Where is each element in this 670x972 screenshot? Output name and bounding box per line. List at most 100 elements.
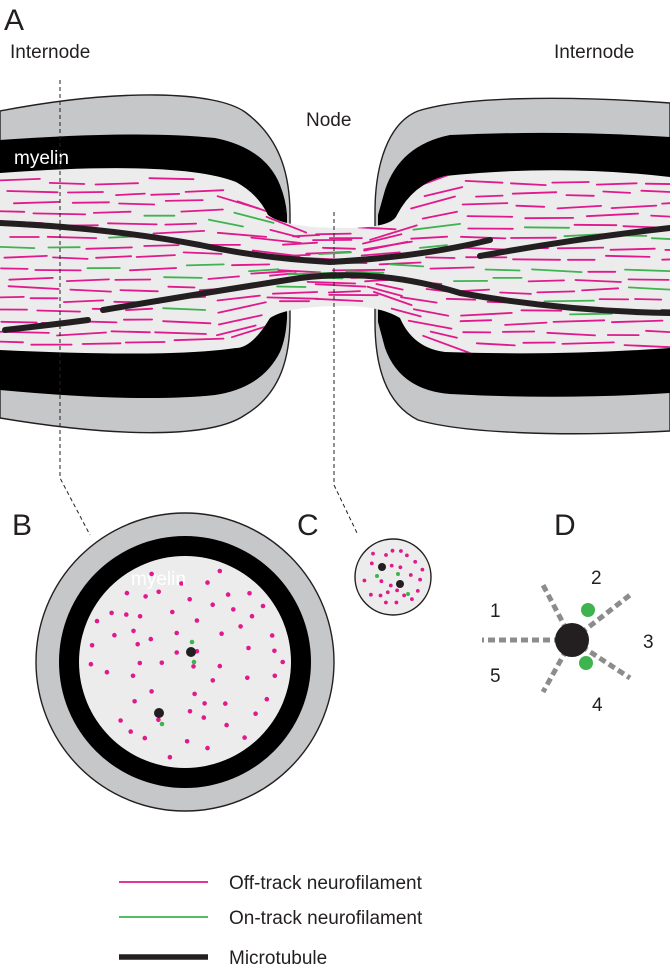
off-track-neurofilament: [581, 287, 620, 292]
off-track-neurofilament: [551, 181, 590, 184]
on-track-neurofilament: [163, 276, 203, 279]
position-label-4: 4: [592, 695, 603, 716]
on-track-neurofilament: [318, 251, 352, 256]
microtubule-b-1: [186, 647, 196, 657]
off-track-neurofilament: [595, 182, 638, 186]
microtubule-c-2: [396, 580, 404, 588]
off-track-neurofilament: [499, 291, 532, 295]
microtubule-4: [2, 317, 91, 333]
off-track-neurofilament: [609, 247, 656, 251]
legend-label-on-track: On-track neurofilament: [229, 908, 423, 929]
off-track-neurofilament: [378, 261, 422, 266]
off-track-dot: [245, 675, 250, 681]
on-track-b-3: [159, 721, 165, 727]
off-track-dot: [242, 735, 247, 740]
off-track-neurofilament: [216, 195, 260, 210]
legend-label-off-track: Off-track neurofilament: [229, 873, 423, 894]
off-track-dot: [410, 597, 414, 601]
off-track-dot: [390, 548, 395, 553]
off-track-neurofilament: [143, 244, 180, 247]
off-track-neurofilament: [429, 266, 475, 270]
off-track-dot: [137, 614, 143, 619]
off-track-dot: [174, 650, 179, 655]
off-track-neurofilament: [81, 342, 122, 345]
panel-label-c: C: [297, 509, 319, 542]
off-track-neurofilament: [602, 190, 631, 194]
off-track-neurofilament: [217, 301, 267, 314]
off-track-dot: [210, 678, 216, 683]
off-track-neurofilament: [154, 331, 207, 335]
off-track-neurofilament: [95, 255, 133, 259]
off-track-neurofilament: [52, 256, 89, 260]
off-track-dot: [388, 583, 393, 588]
off-track-neurofilament: [527, 279, 565, 283]
off-track-neurofilament: [412, 308, 450, 317]
off-track-dot: [398, 565, 403, 570]
off-track-neurofilament: [511, 191, 558, 195]
off-track-neurofilament: [152, 229, 206, 235]
off-track-neurofilament: [504, 321, 548, 326]
off-track-dot: [249, 613, 255, 619]
off-track-neurofilament: [306, 280, 357, 285]
on-track-b-1: [189, 639, 195, 645]
off-track-neurofilament: [512, 258, 561, 261]
off-track-neurofilament: [362, 233, 403, 245]
off-track-neurofilament: [119, 289, 159, 293]
off-track-neurofilament: [645, 329, 670, 335]
off-track-dot: [371, 551, 375, 556]
off-track-dot: [109, 610, 114, 616]
off-track-dot: [149, 689, 154, 694]
off-track-neurofilament: [3, 254, 48, 259]
off-track-neurofilament: [315, 232, 352, 236]
off-track-dot: [379, 579, 384, 584]
microtubule-3: [100, 272, 670, 316]
off-track-dot: [399, 549, 403, 553]
off-track-neurofilament: [48, 181, 86, 185]
off-track-neurofilament: [173, 337, 225, 342]
off-track-dot: [402, 593, 406, 598]
position-label-2: 2: [591, 568, 602, 589]
off-track-dot: [192, 691, 197, 697]
on-track-neurofilament: [523, 226, 570, 229]
panel-label-a: A: [4, 4, 24, 37]
off-track-neurofilament: [610, 204, 658, 210]
off-track-neurofilament: [148, 177, 195, 181]
off-track-neurofilament: [464, 179, 504, 184]
on-track-neurofilament: [543, 299, 595, 303]
off-track-neurofilament: [650, 214, 670, 219]
off-track-neurofilament: [71, 201, 110, 204]
off-track-neurofilament: [67, 191, 104, 194]
off-track-dot: [170, 609, 175, 615]
off-track-dots-b: [88, 568, 286, 760]
off-track-neurofilament: [509, 182, 547, 187]
off-track-neurofilament: [475, 194, 504, 198]
off-track-neurofilament: [118, 202, 156, 206]
on-track-neurofilament: [388, 263, 425, 268]
off-track-dot: [224, 722, 229, 728]
off-track-neurofilament: [216, 231, 268, 238]
off-track-neurofilament: [321, 246, 356, 250]
off-track-dot: [231, 607, 236, 612]
axoplasm-b: [79, 556, 291, 768]
off-track-dot: [128, 729, 133, 734]
off-track-dot: [205, 745, 210, 751]
off-track-dot: [253, 711, 258, 716]
on-track-neurofilament: [233, 211, 275, 224]
on-track-neurofilament: [484, 268, 521, 272]
off-track-neurofilament: [536, 290, 576, 294]
on-track-neurofilament: [0, 245, 36, 250]
on-track-neurofilament: [162, 307, 207, 311]
off-track-neurofilament: [623, 344, 670, 349]
off-track-neurofilament: [515, 204, 546, 208]
off-track-neurofilament: [466, 215, 514, 218]
off-track-neurofilament: [12, 200, 61, 205]
off-track-dot: [223, 701, 228, 706]
off-track-neurofilament: [182, 251, 223, 255]
off-track-dot: [89, 643, 95, 648]
on-track-d-upper: [581, 603, 595, 617]
off-track-neurofilament: [605, 254, 651, 258]
node-label: Node: [306, 110, 351, 131]
off-track-dot: [124, 612, 129, 617]
off-track-neurofilament: [314, 297, 364, 303]
